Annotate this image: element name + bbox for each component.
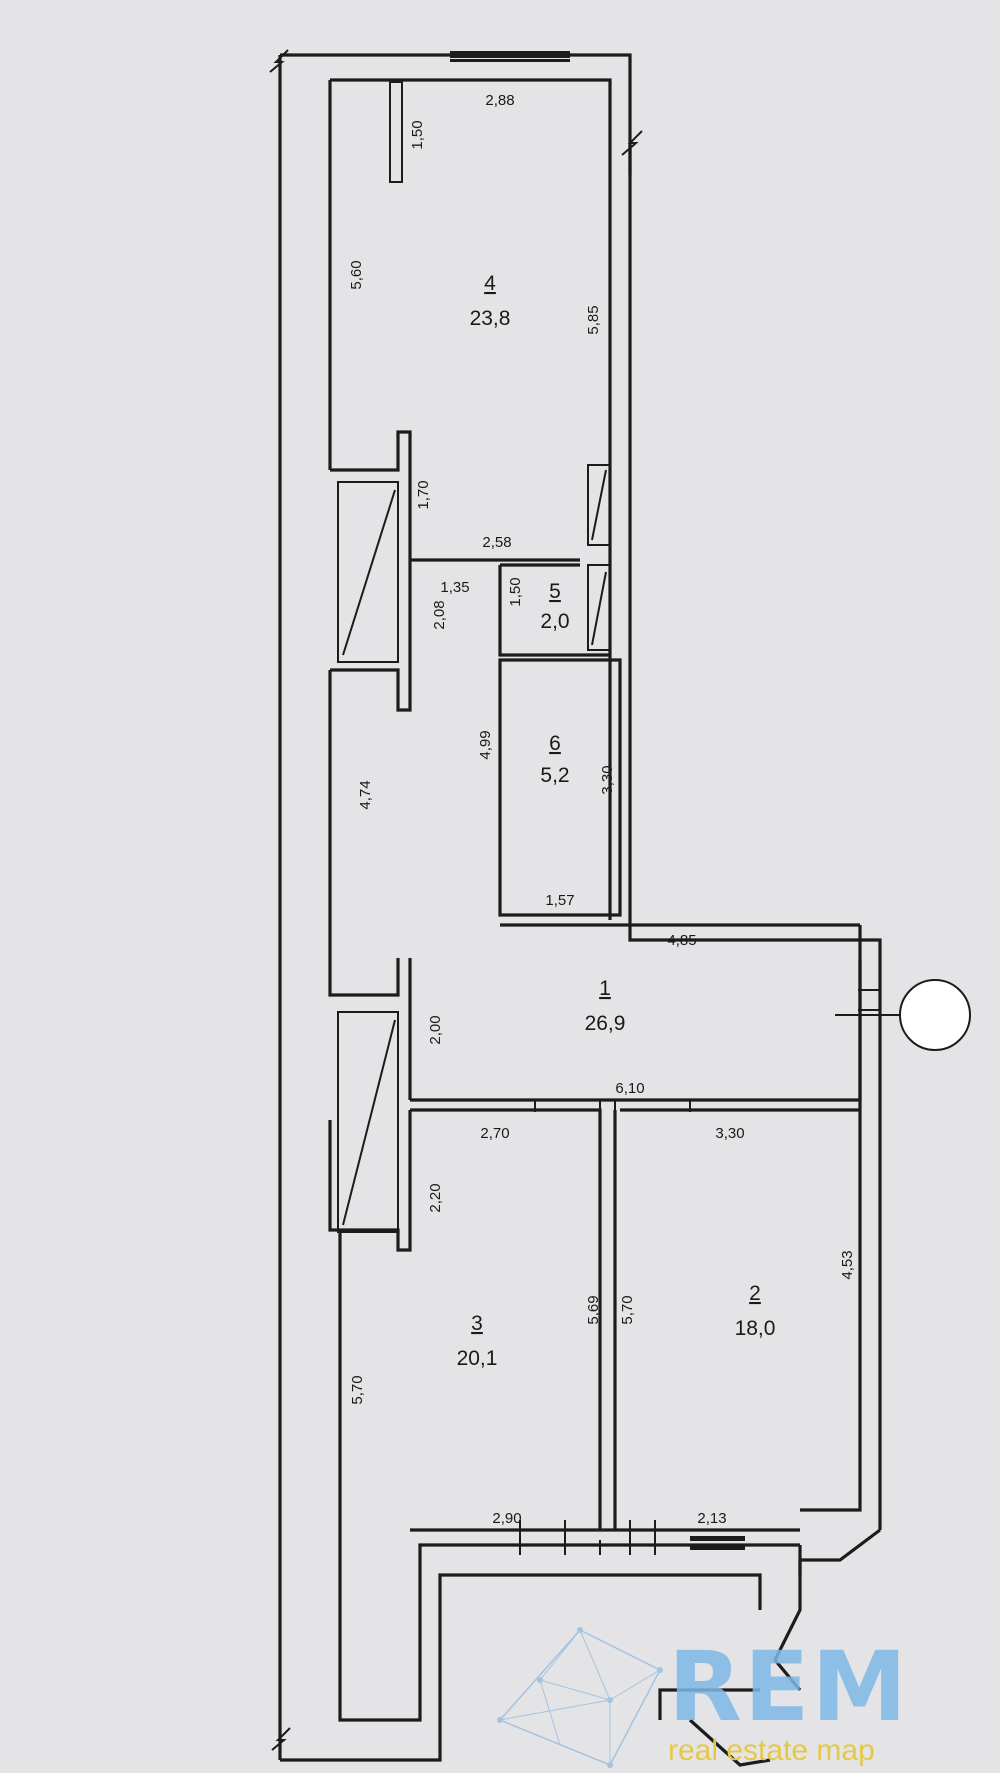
room-2-area: 18,0 [735,1317,776,1340]
dimension-label: 1,50 [409,120,426,149]
dimension-label: 4,99 [477,730,494,759]
dimension-label: 5,70 [619,1295,636,1324]
room-3-number: 3 [471,1312,483,1335]
dimension-labels: 2,88 1,50 5,60 5,85 1,70 2,58 1,35 1,50 … [348,92,856,1527]
dimension-label: 2,88 [485,92,514,109]
room-5-walls [498,563,611,657]
dimension-label: 2,13 [697,1510,726,1527]
room-5-number: 5 [549,580,561,603]
closet-lower [337,1011,399,1233]
room-6-number: 6 [549,732,561,755]
dimension-label: 2,70 [480,1125,509,1142]
watermark-network-icon [497,1627,663,1768]
room-2-number: 2 [749,1282,761,1305]
room-6-walls [498,658,630,927]
room-4-area: 23,8 [470,307,511,330]
dimension-label: 5,69 [585,1295,602,1324]
dimension-label: 1,70 [415,480,432,509]
dimension-label: 2,58 [482,534,511,551]
dimension-label: 5,70 [349,1375,366,1404]
dimension-label: 4,74 [357,780,374,809]
dimension-label: 5,85 [585,305,602,334]
room-1-area: 26,9 [585,1012,626,1035]
dimension-label: 4,53 [839,1250,856,1279]
dimension-label: 5,60 [348,260,365,289]
dimension-label: 2,00 [427,1015,444,1044]
dimension-label: 3,30 [599,765,616,794]
room-1-number: 1 [599,977,611,1000]
watermark-tagline: real estate map [668,1734,875,1767]
outer-walls [278,53,882,1767]
corridor-walls [328,560,412,1252]
room-3-2-walls [410,1100,860,1555]
dimension-label: 6,10 [615,1080,644,1097]
dimension-label: 4,85 [667,932,696,949]
hall-1-walls [410,923,900,1102]
entrance-marker [899,979,971,1051]
room-6-area: 5,2 [540,764,569,787]
room-4-walls [330,81,611,562]
dimension-label: 2,90 [492,1510,521,1527]
dimension-label: 2,08 [431,600,448,629]
dimension-label: 1,50 [507,577,524,606]
dimension-label: 1,57 [545,892,574,909]
break-marks [269,49,643,1751]
room-3-area: 20,1 [457,1347,498,1370]
dimension-label: 3,30 [715,1125,744,1142]
room-5-area: 2,0 [540,610,569,633]
top-window [450,51,570,62]
dimension-label: 2,20 [427,1183,444,1212]
room-labels: 4 23,8 5 2,0 6 5,2 1 26,9 3 20,1 2 18,0 [457,272,776,1370]
closet-upper [337,481,399,663]
room-4-number: 4 [484,272,496,295]
watermark-brand: REM [668,1631,909,1743]
dimension-label: 1,35 [440,579,469,596]
